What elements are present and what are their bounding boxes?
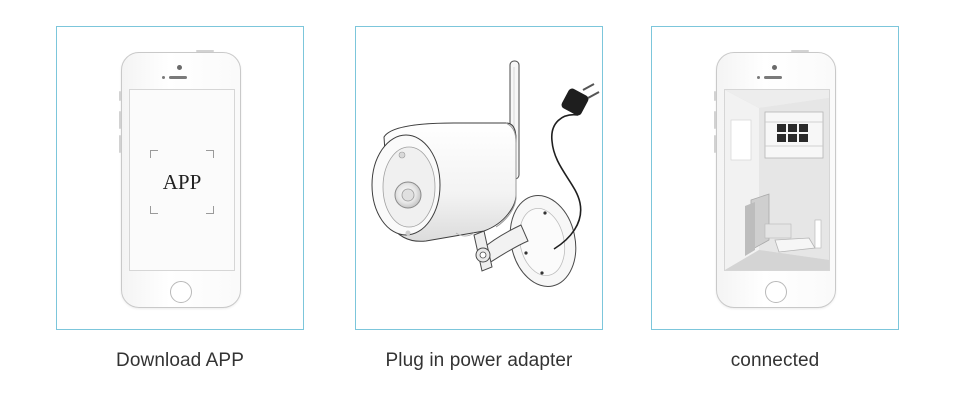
living-room-live-view-icon [725, 90, 829, 270]
phone-screen-live-view [724, 89, 830, 271]
smartphone-icon: APP [119, 50, 241, 308]
step-panel-plug-in-power [355, 26, 603, 330]
step-panel-download-app: APP [56, 26, 304, 330]
step-caption-plug-in-power: Plug in power adapter [385, 350, 573, 371]
power-adapter-icon [551, 83, 600, 250]
home-button-icon [765, 281, 787, 303]
home-button-icon [170, 281, 192, 303]
phone-screen: APP [129, 89, 235, 271]
app-label: APP [162, 170, 202, 194]
smartphone-icon [714, 50, 836, 308]
wall-mount-icon [473, 195, 577, 287]
camera-with-power-adapter-icon [371, 60, 600, 287]
step-caption-download-app: Download APP [116, 350, 244, 371]
step-caption-connected: connected [730, 350, 820, 371]
security-camera-icon [371, 122, 517, 242]
step-panel-connected [651, 26, 899, 330]
